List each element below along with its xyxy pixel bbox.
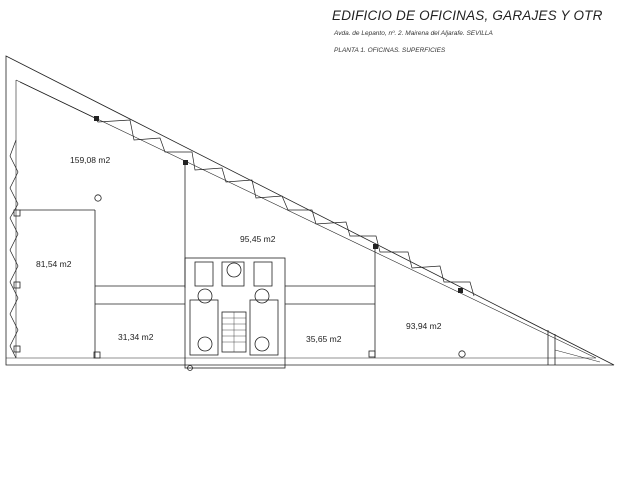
room-area-label: 35,65 m2 xyxy=(306,334,342,344)
stepped-facade xyxy=(19,81,475,297)
lift-right xyxy=(253,261,273,287)
toilet-right xyxy=(249,299,279,356)
room-area-label: 159,08 m2 xyxy=(70,155,110,165)
lift-left xyxy=(194,261,214,287)
toilet-left xyxy=(189,299,219,356)
drawing-address: Avda. de Lepanto, nº. 2. Mairena del Alj… xyxy=(334,30,493,37)
drawing-title: EDIFICIO DE OFICINAS, GARAJES Y OTR xyxy=(332,8,603,23)
drawing-floor-label: PLANTA 1. OFICINAS. SUPERFICIES xyxy=(334,47,446,54)
lift-center xyxy=(221,261,245,287)
room-area-label: 93,94 m2 xyxy=(406,321,442,331)
column xyxy=(94,194,102,202)
outer-wall xyxy=(5,55,615,366)
room-area-label: 81,54 m2 xyxy=(36,259,72,269)
room-area-label: 95,45 m2 xyxy=(240,234,276,244)
room-area-label: 31,34 m2 xyxy=(118,332,154,342)
inner-facade xyxy=(15,79,597,359)
left-zigzag-wall xyxy=(9,139,19,359)
core-block xyxy=(184,257,286,369)
column xyxy=(458,350,466,358)
